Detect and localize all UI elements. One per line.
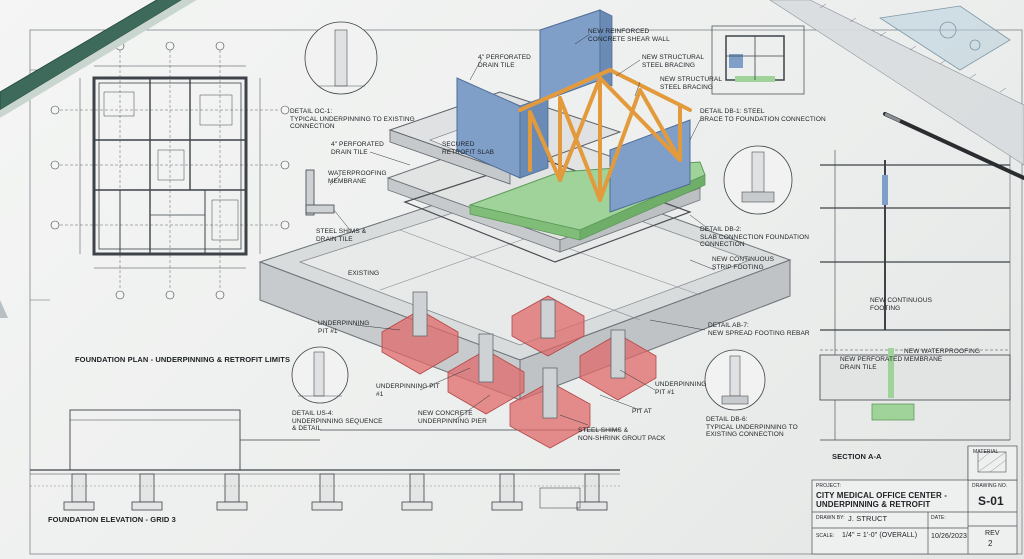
callout-pit-at: PIT AT: [632, 408, 652, 415]
isometric-foundation-model: [258, 9, 793, 449]
callout-steel-bracing: NEW STRUCTURAL STEEL BRACING: [660, 76, 723, 91]
project-label: PROJECT:: [816, 483, 841, 489]
callout-detail-db2: DETAIL DB-2: SLAB CONNECTION FOUNDATION …: [700, 226, 810, 248]
scale-value: 1/4" = 1'-0" (OVERALL): [842, 532, 918, 539]
section-title: SECTION A-A: [832, 452, 882, 461]
callout-shear-wall: NEW REINFORCED CONCRETE SHEAR WALL: [588, 28, 670, 43]
callout-detail-db6: DETAIL DB-6: TYPICAL UNDERPINNING TO EXI…: [706, 416, 798, 438]
foundation-elevation-drawing: [30, 409, 620, 511]
callout-structural-steel: NEW STRUCTURAL STEEL BRACING: [642, 54, 705, 69]
callout-waterproofing: WATERPROOFING MEMBRANE: [328, 170, 387, 185]
callout-section-drain: NEW PERFORATED DRAIN TILE: [840, 356, 903, 371]
section-drawing: [819, 150, 1011, 441]
date-label: DATE:: [931, 515, 946, 521]
callout-detail-us4: DETAIL US-4: UNDERPINNING SEQUENCE & DET…: [292, 410, 383, 432]
callout-perforated-top: 4" PERFORATED DRAIN TILE: [478, 54, 531, 69]
callout-existing: EXISTING: [348, 270, 380, 277]
rev-label: REV: [985, 530, 1000, 537]
foundation-plan-drawing: [30, 41, 290, 301]
callout-grout-pack: STEEL SHIMS & NON-SHRINK GROUT PACK: [578, 427, 666, 442]
drawn-by-value: J. STRUCT: [848, 514, 888, 523]
callout-perforated-mid: 4" PERFORATED DRAIN TILE: [331, 141, 384, 156]
drawing-no-label: DRAWING NO.: [972, 483, 1008, 489]
callout-pit-3: UNDERPINNING PIT #1: [655, 381, 707, 396]
callout-retrofit-slab: SECURED RETROFIT SLAB: [442, 141, 495, 156]
title-block-frame: [539, 445, 1018, 555]
callout-detail-ab7: DETAIL AB-7: NEW SPREAD FOOTING REBAR: [708, 322, 810, 337]
key-plan-drawing: [711, 25, 805, 95]
callout-section-membrane: NEW WATERPROOFING MEMBRANE: [904, 348, 981, 363]
material-label: MATERIAL: [973, 449, 999, 455]
drawn-by-label: DRAWN BY:: [816, 515, 845, 521]
rev-value: 2: [988, 539, 993, 548]
callout-pit-1: UNDERPINNING PIT #1: [318, 320, 370, 335]
callout-detail-db1: DETAIL DB-1: STEEL BRACE TO FOUNDATION C…: [700, 108, 826, 123]
callout-concrete-pier: NEW CONCRETE UNDERPINNING PIER: [418, 410, 487, 425]
date-value: 10/26/2023: [931, 533, 968, 540]
callout-section-footing: NEW CONTINUOUS FOOTING: [870, 297, 933, 312]
callout-continuous-footing: NEW CONTINUOUS STRIP FOOTING: [712, 256, 775, 271]
drawing-number: S-01: [978, 494, 1004, 508]
project-name: CITY MEDICAL OFFICE CENTER - UNDERPINNIN…: [816, 491, 947, 509]
scale-label: SCALE:: [816, 533, 835, 539]
callout-steel-shims: STEEL SHIMS & DRAIN TILE: [316, 228, 367, 243]
elevation-title: FOUNDATION ELEVATION - GRID 3: [48, 515, 176, 524]
drafting-tools: [0, 0, 1024, 318]
callout-pit-2: UNDERPINNING PIT #1: [376, 383, 440, 398]
plan-title: FOUNDATION PLAN - UNDERPINNING & RETROFI…: [75, 355, 291, 364]
callout-detail-oc1: DETAIL OC-1: TYPICAL UNDERPINNING TO EXI…: [290, 108, 415, 130]
